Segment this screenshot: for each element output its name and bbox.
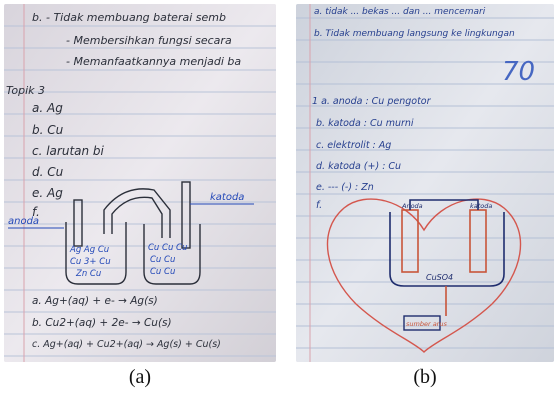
notebook-page-b: a. tidak ... bekas ... dan ... mencemari… [296,4,554,362]
item-b-4: d. katoda (+) : Cu [316,161,401,172]
right-beaker-line-1: Cu Cu Cu [148,243,187,253]
electrolysis-diagram-a [65,181,201,285]
item-d: d. Cu [32,165,64,179]
item-b-2: b. katoda : Cu murni [316,118,414,129]
heading-topic: Topik 3 [6,84,45,97]
source-label-b: sumber arus [406,320,447,328]
cathode-label-a: katoda [210,192,244,203]
photo-notebook-a: b. - Tidak membuang baterai semb - Membe… [4,4,276,362]
solution-label-b: CuSO4 [426,273,453,282]
right-beaker-line-2: Cu Cu [150,255,175,265]
item-f: f. [32,205,40,219]
item-a: a. Ag [32,101,63,115]
caption-b: (b) [413,366,437,388]
top-line-1: b. - Tidak membuang baterai semb [32,11,226,24]
caption-a: (a) [128,366,152,388]
top-line-3: - Memanfaatkannya menjadi ba [66,55,241,68]
item-b-1: 1 a. anoda : Cu pengotor [312,96,432,107]
equation-c: c. Ag+(aq) + Cu2+(aq) → Ag(s) + Cu(s) [32,339,221,350]
right-beaker-line-3: Cu Cu [150,267,175,277]
anode-label-b: Anoda [401,202,423,210]
equation-b: b. Cu2+(aq) + 2e- → Cu(s) [32,317,172,329]
top-line-b2: b. Tidak membuang langsung ke lingkungan [314,29,515,39]
anode-label-a: anoda [8,216,39,227]
item-e: e. Ag [32,186,63,200]
heart-outline [326,198,522,353]
left-beaker-line-3: Zn Cu [75,269,101,279]
left-beaker-line-2: Cu 3+ Cu [70,257,111,267]
item-c: c. larutan bi [32,144,105,158]
electrolysis-diagram-b [389,199,505,316]
item-b-3: c. elektrolit : Ag [316,140,391,151]
cathode-label-b: katoda [470,202,492,210]
top-line-2: - Membersihkan fungsi secara [66,34,232,47]
equation-a: a. Ag+(aq) + e- → Ag(s) [32,295,158,307]
score-mark: 70 [502,57,535,87]
photo-notebook-b: a. tidak ... bekas ... dan ... mencemari… [296,4,554,362]
left-beaker-line-1: Ag Ag Cu [69,245,109,255]
item-b-6: f. [316,200,322,211]
notebook-page-a: b. - Tidak membuang baterai semb - Membe… [4,4,276,362]
top-line-b1: a. tidak ... bekas ... dan ... mencemari [314,7,486,17]
item-b-5: e. --- (-) : Zn [316,182,374,193]
power-source-box [403,315,441,331]
item-b: b. Cu [32,123,64,137]
